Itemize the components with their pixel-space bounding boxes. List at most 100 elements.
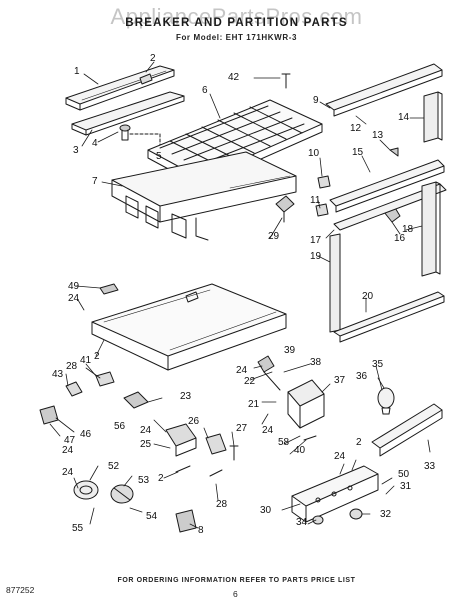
part-hinge-25	[165, 423, 197, 457]
part-8	[175, 509, 197, 533]
page-number: 6	[233, 589, 238, 599]
callout-4: 4	[92, 138, 98, 149]
callout-49: 49	[68, 281, 80, 292]
callout-47: 47	[64, 435, 76, 446]
part-screw-40	[303, 435, 317, 441]
callout-38: 38	[310, 357, 322, 368]
callout-20: 20	[362, 291, 374, 302]
callout-18: 18	[402, 224, 414, 235]
part-bracket-10	[317, 175, 331, 189]
part-43	[65, 381, 83, 397]
part-knob-52	[73, 480, 99, 500]
part-rail-17	[333, 183, 447, 231]
part-lower-breaker-strip	[71, 91, 185, 136]
part-bottom-rail	[333, 291, 445, 343]
callout-52: 52	[108, 461, 120, 472]
callout-36: 36	[356, 371, 368, 382]
part-bracket-26	[205, 433, 227, 455]
callout-24-probe: 24	[236, 365, 248, 376]
callout-23: 23	[180, 391, 192, 402]
part-screw-27	[229, 445, 239, 461]
callout-46: 46	[80, 429, 92, 440]
callout-leaders	[49, 61, 431, 529]
model-line: For Model: EHT 171HKWR-3	[175, 33, 298, 42]
callout-15: 15	[352, 147, 364, 158]
part-39	[257, 355, 275, 373]
callout-41: 41	[80, 355, 92, 366]
callout-17: 17	[310, 235, 322, 246]
callout-30: 30	[260, 505, 272, 516]
callout-28-left: 28	[66, 361, 78, 372]
callout-13: 13	[372, 130, 384, 141]
callout-53: 53	[138, 475, 150, 486]
callout-24-hinge: 24	[140, 425, 152, 436]
callout-12: 12	[350, 123, 362, 134]
part-knob-32	[349, 508, 363, 520]
part-knob-29	[275, 195, 295, 213]
part-clip	[139, 73, 153, 85]
callout-55: 55	[72, 523, 84, 534]
part-screw-42	[281, 73, 291, 89]
callout-33: 33	[424, 461, 436, 472]
part-knob-53	[110, 484, 134, 504]
callout-5: 5	[156, 151, 162, 162]
callout-42: 42	[228, 72, 240, 83]
callout-32: 32	[380, 509, 392, 520]
part-bracket-11	[315, 203, 329, 217]
part-partition-assembly	[111, 151, 297, 241]
part-clip-13	[389, 147, 399, 157]
callout-6: 6	[202, 85, 208, 96]
callout-58: 58	[278, 437, 290, 448]
callout-19: 19	[310, 251, 322, 262]
callout-35: 35	[372, 359, 384, 370]
part-screw-4	[119, 124, 131, 141]
callout-26: 26	[188, 416, 200, 427]
callout-2-panel: 2	[356, 437, 362, 448]
part-vertical-strip-18	[421, 181, 441, 277]
callout-54: 54	[146, 511, 158, 522]
callout-14: 14	[398, 112, 410, 123]
callout-24-housing: 24	[262, 425, 274, 436]
callout-29: 29	[268, 231, 280, 242]
callout-25: 25	[140, 439, 152, 450]
callout-50: 50	[398, 469, 410, 480]
part-plate-49	[99, 283, 119, 295]
callout-8: 8	[198, 525, 204, 536]
diagram-title: BREAKER AND PARTITION PARTS	[125, 17, 348, 29]
part-screws	[175, 465, 223, 477]
callout-24: 24	[68, 293, 80, 304]
callout-7: 7	[92, 176, 98, 187]
callout-2: 2	[150, 53, 156, 64]
callout-39: 39	[284, 345, 296, 356]
part-vertical-strip-19	[329, 233, 341, 333]
callout-3: 3	[73, 145, 79, 156]
part-middle-rail	[329, 159, 445, 213]
callout-16: 16	[394, 233, 406, 244]
part-latch-23	[123, 391, 149, 409]
callout-21: 21	[248, 399, 260, 410]
part-wire	[263, 371, 281, 391]
part-trim-33	[371, 403, 443, 457]
callout-27: 27	[236, 423, 248, 434]
part-top-rail	[325, 63, 443, 117]
part-control-housing	[287, 379, 325, 429]
figure-code: 877252	[6, 585, 35, 595]
callout-43: 43	[52, 369, 64, 380]
part-47	[39, 405, 59, 425]
callout-2-tray: 2	[94, 351, 100, 362]
part-lamp-bulb	[377, 387, 395, 415]
callout-34: 34	[296, 517, 308, 528]
callout-56: 56	[114, 421, 126, 432]
callout-31: 31	[400, 481, 412, 492]
callout-22: 22	[244, 376, 256, 387]
part-knob-34	[312, 515, 324, 525]
callout-37: 37	[334, 375, 346, 386]
callout-1: 1	[74, 66, 80, 77]
callout-24-left: 24	[62, 445, 74, 456]
part-41	[95, 371, 115, 387]
ordering-note: FOR ORDERING INFORMATION REFER TO PARTS …	[117, 577, 356, 584]
callout-28: 28	[216, 499, 228, 510]
callout-24-knob: 24	[62, 467, 74, 478]
part-breaker-tray	[91, 283, 287, 371]
